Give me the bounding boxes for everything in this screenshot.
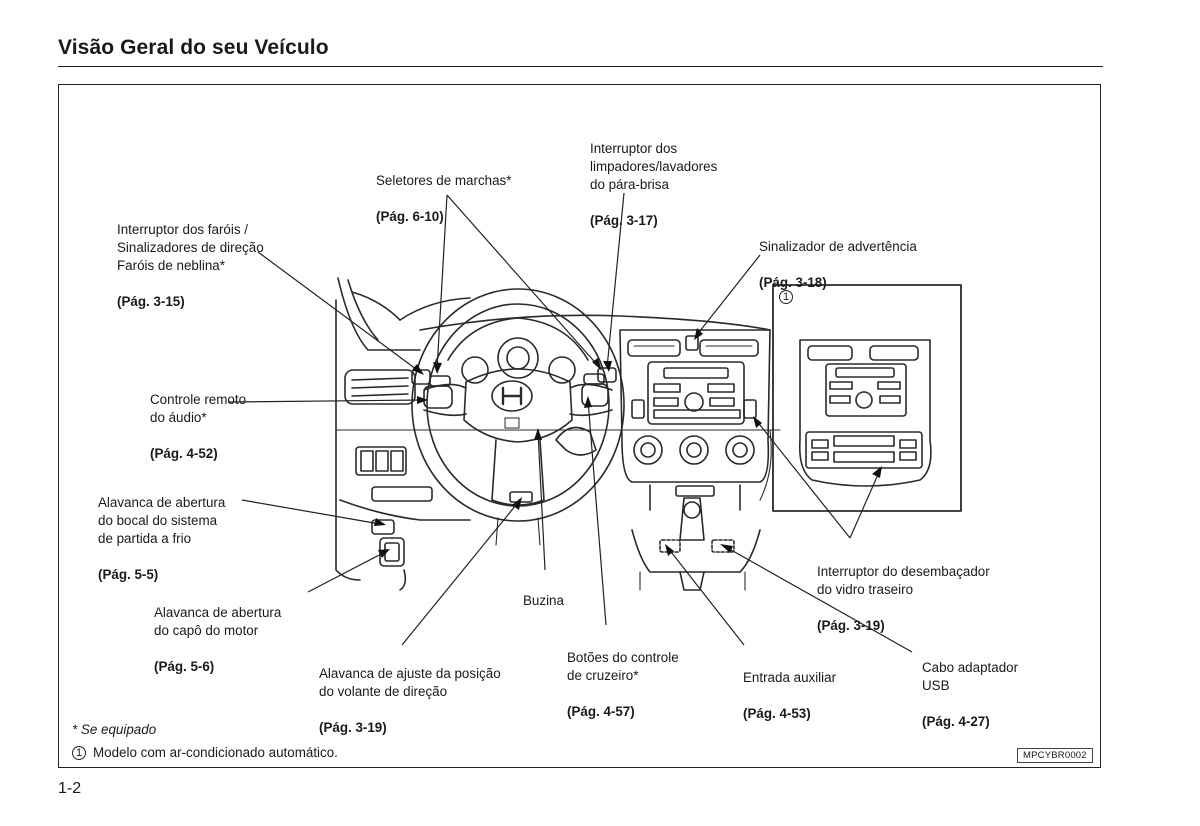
callout-capo-ref: (Pág. 5-6) bbox=[154, 659, 215, 674]
callout-entrada-auxiliar: Entrada auxiliar (Pág. 4-53) bbox=[743, 651, 836, 741]
callout-cruzeiro-text: Botões do controle de cruzeiro* bbox=[567, 650, 679, 683]
footnote-equipped: * Se equipado bbox=[72, 722, 157, 737]
callout-interruptor-farois: Interruptor dos faróis / Sinalizadores d… bbox=[117, 203, 264, 329]
callout-auxiliar-text: Entrada auxiliar bbox=[743, 670, 837, 685]
callout-audio-text: Controle remoto do áudio* bbox=[150, 392, 247, 425]
callout-desembacador-ref: (Pág. 3-19) bbox=[817, 618, 885, 633]
callout-sinalizador: Sinalizador de advertência (Pág. 3-18) bbox=[759, 220, 917, 310]
callout-seletores-ref: (Pág. 6-10) bbox=[376, 209, 444, 224]
image-code: MPCYBR0002 bbox=[1017, 748, 1093, 763]
note-marker: 1 bbox=[72, 745, 86, 760]
callout-auxiliar-ref: (Pág. 4-53) bbox=[743, 706, 811, 721]
callout-desembacador-text: Interruptor do desembaçador do vidro tra… bbox=[817, 564, 990, 597]
callout-audio-ref: (Pág. 4-52) bbox=[150, 446, 218, 461]
callout-buzina: Buzina bbox=[523, 574, 564, 628]
callout-cabo-usb: Cabo adaptador USB (Pág. 4-27) bbox=[922, 641, 1018, 749]
callout-farois-ref: (Pág. 3-15) bbox=[117, 294, 185, 309]
figure-frame bbox=[58, 84, 1101, 768]
callout-usb-ref: (Pág. 4-27) bbox=[922, 714, 990, 729]
page-title: Visão Geral do seu Veículo bbox=[58, 36, 329, 59]
callout-desembacador: Interruptor do desembaçador do vidro tra… bbox=[817, 545, 990, 653]
callout-limpadores-text: Interruptor dos limpadores/lavadores do … bbox=[590, 141, 718, 192]
callout-botoes-cruzeiro: Botões do controle de cruzeiro* (Pág. 4-… bbox=[567, 631, 679, 739]
callout-alavanca-volante: Alavanca de ajuste da posição do volante… bbox=[319, 647, 501, 755]
callout-volante-ref: (Pág. 3-19) bbox=[319, 720, 387, 735]
callout-buzina-text: Buzina bbox=[523, 593, 564, 608]
callout-sinalizador-ref: (Pág. 3-18) bbox=[759, 275, 827, 290]
callout-capo-text: Alavanca de abertura do capô do motor bbox=[154, 605, 282, 638]
callout-cruzeiro-ref: (Pág. 4-57) bbox=[567, 704, 635, 719]
callout-volante-text: Alavanca de ajuste da posição do volante… bbox=[319, 666, 501, 699]
callout-seletores-text: Seletores de marchas* bbox=[376, 173, 512, 188]
callout-alavanca-bocal: Alavanca de abertura do bocal do sistema… bbox=[98, 476, 225, 602]
note-automatic-ac: 1 Modelo com ar-condicionado automático. bbox=[72, 745, 338, 760]
callout-seletores: Seletores de marchas* (Pág. 6-10) bbox=[376, 154, 511, 244]
callout-controle-audio: Controle remoto do áudio* (Pág. 4-52) bbox=[150, 373, 246, 481]
callout-bocal-text: Alavanca de abertura do bocal do sistema… bbox=[98, 495, 226, 546]
inset-marker: 1 bbox=[779, 290, 793, 304]
callout-farois-text: Interruptor dos faróis / Sinalizadores d… bbox=[117, 222, 264, 273]
callout-sinalizador-text: Sinalizador de advertência bbox=[759, 239, 917, 254]
callout-bocal-ref: (Pág. 5-5) bbox=[98, 567, 159, 582]
callout-limpadores-ref: (Pág. 3-17) bbox=[590, 213, 658, 228]
title-rule bbox=[58, 66, 1103, 67]
note-text: Modelo com ar-condicionado automático. bbox=[93, 745, 338, 760]
callout-usb-text: Cabo adaptador USB bbox=[922, 660, 1019, 693]
page-number: 1-2 bbox=[58, 780, 82, 797]
callout-alavanca-capo: Alavanca de abertura do capô do motor (P… bbox=[154, 586, 281, 694]
callout-interruptor-limpadores: Interruptor dos limpadores/lavadores do … bbox=[590, 122, 717, 248]
